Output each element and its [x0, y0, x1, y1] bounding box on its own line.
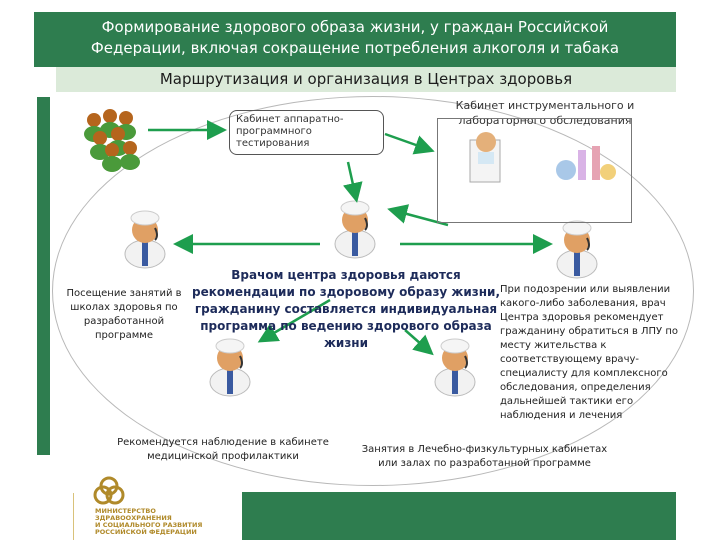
- title-line-2: Федерации, включая сокращение потреблени…: [90, 39, 620, 57]
- lab-cabinet-icon: [469, 132, 616, 183]
- logo-divider: [73, 493, 74, 540]
- doctor-icon-left: [124, 210, 166, 269]
- right-referral-text: При подозрении или выявлении какого-либо…: [500, 284, 678, 421]
- left-accent-bar: [37, 97, 50, 455]
- hardware-testing-box: Кабинет аппаратно-программного тестирова…: [229, 110, 384, 155]
- page-title: Формирование здорового образа жизни, у г…: [34, 12, 676, 67]
- doctor-icon-top: [334, 200, 376, 259]
- page-subtitle: Маршрутизация и организация в Центрах зд…: [56, 67, 676, 92]
- doctor-icon-right: [556, 220, 598, 279]
- left-health-school-text: Посещение занятий в школах здоровья по р…: [66, 288, 182, 341]
- people-group-icon: [84, 109, 140, 172]
- ministry-line-4: РОССИЙСКОЙ ФЕДЕРАЦИИ: [95, 528, 197, 536]
- ministry-line-3: И СОЦИАЛЬНОГО РАЗВИТИЯ: [95, 521, 203, 529]
- ministry-line-1: МИНИСТЕРСТВО: [95, 507, 156, 515]
- ministry-logo-icon: [93, 476, 125, 505]
- route-ellipse: [52, 96, 694, 486]
- bottom-left-prevention-text: Рекомендуется наблюдение в кабинете меди…: [117, 437, 329, 462]
- title-line-1: Формирование здорового образа жизни, у г…: [101, 18, 609, 36]
- ministry-name: МИНИСТЕРСТВО ЗДРАВООХРАНЕНИЯ И СОЦИАЛЬНО…: [95, 508, 202, 536]
- center-recommendation: Врачом центра здоровья даются рекомендац…: [192, 268, 500, 350]
- ministry-line-2: ЗДРАВООХРАНЕНИЯ: [95, 514, 172, 522]
- lab-cabinet-label: Кабинет инструментального и лабораторног…: [455, 99, 635, 127]
- bottom-green-band: [242, 492, 676, 540]
- bottom-right-exercise-text: Занятия в Лечебно-физкультурных кабинета…: [361, 444, 608, 469]
- lab-cabinet-frame: [437, 118, 632, 223]
